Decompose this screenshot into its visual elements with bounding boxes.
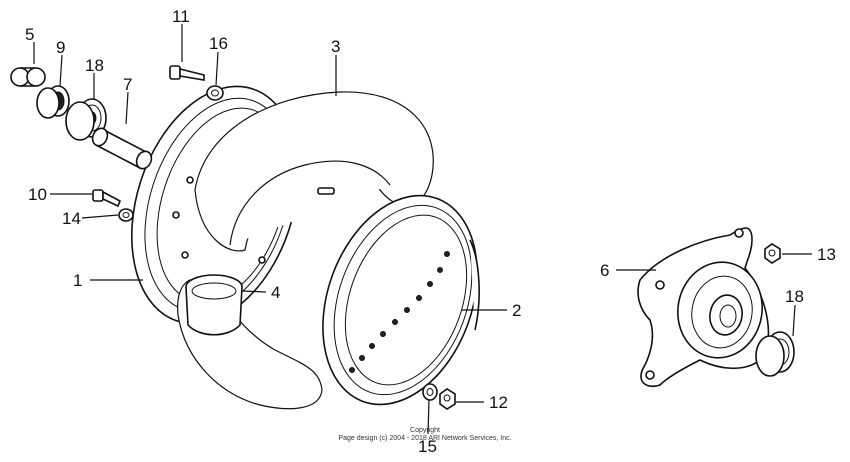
washer-part-14 [118, 208, 134, 222]
callout-15: 15 [418, 437, 437, 456]
copyright-line-1: Copyright [410, 427, 440, 434]
callout-13: 13 [817, 245, 836, 264]
callout-4: 4 [271, 283, 280, 302]
callout-labels: 5 9 18 7 11 16 3 10 14 1 4 2 6 13 18 12 … [25, 7, 836, 456]
callout-5: 5 [25, 25, 34, 44]
callout-7: 7 [123, 75, 132, 94]
rim-bead-holes [349, 251, 450, 373]
tube-flap [185, 274, 243, 336]
callout-10: 10 [28, 185, 47, 204]
nut-part-12 [439, 388, 456, 410]
washer-part-15 [422, 383, 438, 401]
washer-part-16 [206, 85, 224, 101]
spacer-part-5 [10, 67, 46, 87]
leader-lines [33, 24, 812, 435]
hub-part-6 [637, 227, 770, 387]
callout-11: 11 [172, 7, 190, 26]
callout-14: 14 [62, 209, 81, 228]
bearing-part-18-left [65, 98, 107, 141]
wheel-rim-right [322, 194, 480, 406]
callout-18-right: 18 [785, 287, 804, 306]
callout-3: 3 [331, 37, 340, 56]
bearing-part-18-right [755, 331, 795, 377]
callout-9: 9 [56, 38, 65, 57]
callout-2: 2 [512, 301, 521, 320]
bolt-part-11 [169, 65, 205, 81]
copyright-line-2: Page design (c) 2004 - 2018 ARI Network … [338, 435, 511, 442]
nut-part-13 [764, 243, 781, 264]
copyright-notice: Copyright Page design (c) 2004 - 2018 AR… [338, 427, 511, 442]
callout-16: 16 [209, 34, 228, 53]
callout-12: 12 [489, 393, 508, 412]
valve-stem [317, 187, 335, 195]
callout-1: 1 [73, 271, 82, 290]
oil-seal-part-9 [36, 85, 70, 119]
bolt-part-10 [92, 189, 122, 208]
callout-18-left: 18 [85, 56, 104, 75]
collar-part-7 [91, 127, 153, 170]
callout-6: 6 [600, 261, 609, 280]
